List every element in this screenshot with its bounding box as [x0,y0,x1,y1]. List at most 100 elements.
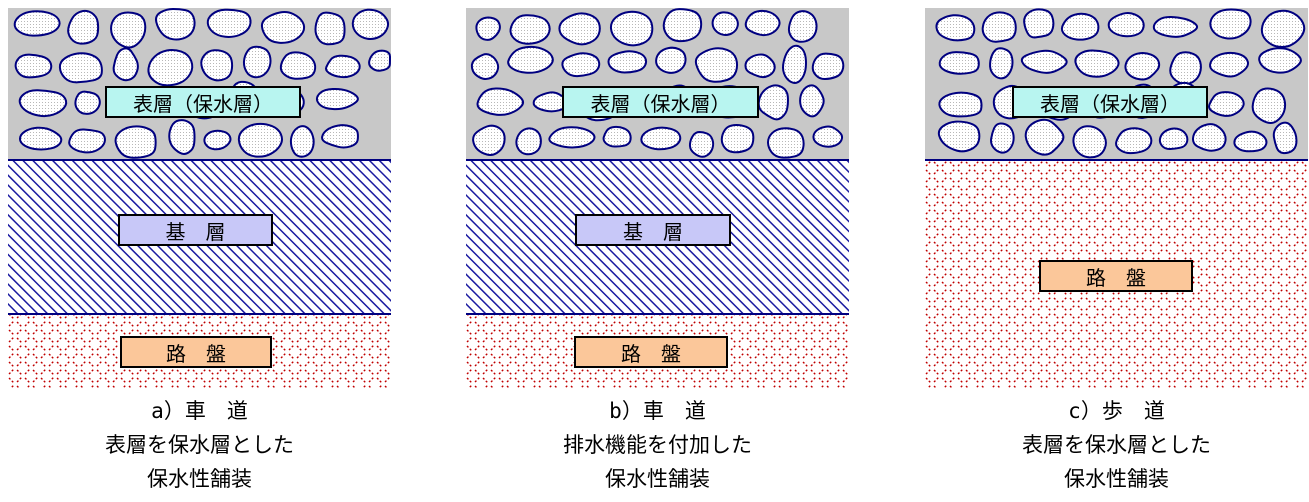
aggregate-stone [662,8,703,43]
aggregate-stone [1072,125,1107,159]
aggregate-stone [368,49,391,72]
aggregate-stone [1191,123,1227,152]
caption-title: c）歩 道 [1068,399,1165,423]
aggregate-stone [260,11,306,44]
aggregate-stone [315,87,359,111]
aggregate-stone [472,124,506,156]
surface-layer-label: 表層（保水層） [562,86,759,118]
surface-layer-label: 表層（保水層） [1012,86,1208,118]
aggregate-stone [321,124,359,149]
aggregate-stone [811,52,845,81]
aggregate-stone [1260,9,1306,48]
aggregate-stone [711,11,739,37]
aggregate-stone [507,45,554,74]
roadbed-layer-label: 路 盤 [574,336,728,368]
aggregate-stone [242,45,272,79]
aggregate-stone [74,90,101,115]
panel-c-sidewalk: 表層（保水層） 路 盤 c）歩 道 表層を保水層とした 保水性舗装 [925,8,1308,500]
aggregate-stone [766,127,805,159]
aggregate-stone [1258,47,1302,74]
surface-layer-label: 表層（保水層） [105,86,301,118]
aggregate-stone [1169,51,1202,85]
aggregate-stone [757,84,789,121]
aggregate-stone [1074,49,1120,78]
aggregate-stone [744,9,781,37]
aggregate-stone [602,125,632,148]
aggregate-stone [744,53,776,79]
aggregate-stone [989,47,1014,80]
aggregate-stone [1107,11,1145,38]
aggregate-stone [58,52,103,84]
caption-title: b）車 道 [609,399,706,423]
aggregate-stone [13,10,61,37]
aggregate-stone [110,11,147,49]
aggregate-stone [147,48,194,87]
aggregate-stone [476,87,525,116]
cross-section-c [925,8,1308,388]
aggregate-stone [237,122,283,158]
aggregate-stone [1251,87,1287,124]
aggregate-stone [640,126,682,151]
aggregate-stone [1233,130,1268,153]
aggregate-stone [937,120,981,153]
aggregate-stone [206,8,252,38]
caption-line-2: 表層を保水層とした [1022,433,1211,457]
aggregate-stone [475,16,501,41]
caption-line-2: 排水機能を付加した [563,433,752,457]
aggregate-stone [990,122,1015,154]
aggregate-stone [68,128,106,154]
aggregate-stone [67,9,100,45]
aggregate-stone [1209,8,1252,40]
panel-a-roadway: 表層（保水層） 基 層 路 盤 a）車 道 表層を保水層とした 保水性舗装 [8,8,391,500]
aggregate-stone [1115,127,1153,155]
aggregate-stone [1060,12,1100,41]
aggregate-stone [314,11,346,46]
aggregate-stone [1209,51,1250,78]
aggregate-stone [289,125,315,158]
aggregate-stone [1272,121,1298,155]
roadbed-layer-label: 路 盤 [1039,260,1193,292]
caption-line-2: 表層を保水層とした [105,433,294,457]
aggregate-stone [325,54,361,79]
aggregate-stone [935,14,976,42]
aggregate-stone [561,52,601,78]
aggregate-stone [688,130,715,158]
aggregate-stone [720,123,755,154]
aggregate-stone [1124,52,1161,81]
aggregate-stone [558,12,601,46]
aggregate-stone [168,119,196,155]
aggregate-stone [351,8,390,40]
aggregate-stone [607,50,648,74]
aggregate-stone [938,51,980,75]
aggregate-stone [655,46,687,74]
aggregate-stone [112,47,139,82]
aggregate-stone [694,47,739,83]
aggregate-stone [155,8,196,41]
caption-line-3: 保水性舗装 [605,467,710,491]
aggregate-stone [609,10,654,47]
aggregate-stone [14,53,53,79]
aggregate-stone [548,126,596,149]
aggregate-stone [1208,91,1245,117]
aggregate-stone [509,14,551,45]
base-layer-label: 基 層 [575,214,731,246]
aggregate-stone [787,10,818,43]
cross-section-b [466,8,849,388]
aggregate-stone [515,127,542,156]
roadbed-layer-label: 路 盤 [120,336,272,368]
aggregate-stone [1158,127,1189,151]
aggregate-stone [470,53,500,80]
aggregate-stone [781,44,807,85]
cross-section-a [8,8,391,388]
aggregate-stone [1152,15,1199,38]
aggregate-stone [799,84,825,118]
aggregate-stone [114,125,157,159]
aggregate-stone [18,89,68,118]
aggregate-stone [981,11,1017,43]
panel-b-roadway: 表層（保水層） 基 層 路 盤 b）車 道 排水機能を付加した 保水性舗装 [466,8,849,500]
aggregate-stone [1020,49,1068,74]
caption-title: a）車 道 [151,399,248,423]
aggregate-stone [812,125,844,148]
aggregate-stone [203,129,232,151]
caption-line-3: 保水性舗装 [1064,467,1169,491]
